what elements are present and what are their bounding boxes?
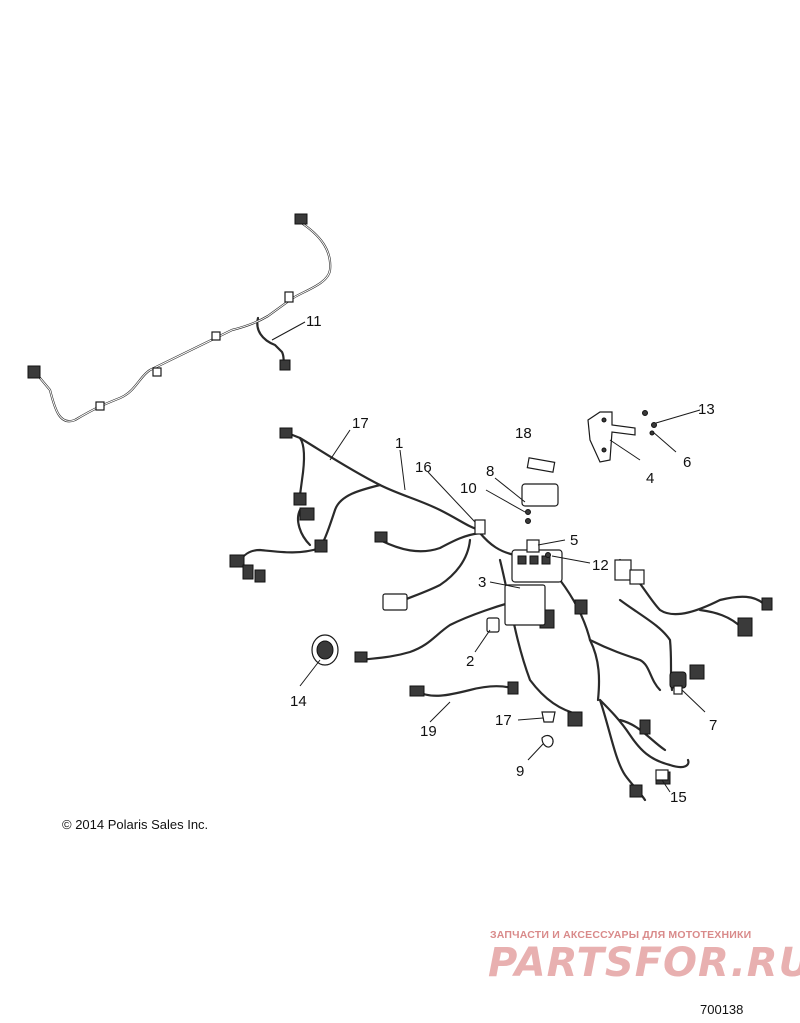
callout-2: 2	[466, 653, 474, 670]
harness-1	[236, 430, 767, 802]
part-5-relay	[526, 539, 540, 553]
part-10-fastener	[525, 509, 531, 515]
part-10-fastener	[525, 518, 531, 524]
harness-11	[27, 213, 332, 423]
callout-17-lower: 17	[495, 712, 512, 729]
callout-19: 19	[420, 723, 437, 740]
callout-labels: 11 17 1 16 18 8 10 5 12 3 2 14 19 17 9 7…	[290, 313, 717, 806]
diagram-id: 700138	[700, 1002, 744, 1017]
part-12-screw	[545, 552, 551, 558]
harness-11-clip	[152, 367, 162, 377]
harness-11-clip	[211, 331, 221, 341]
harness-19	[409, 681, 519, 697]
callout-7: 7	[709, 717, 717, 734]
part-4-bracket	[587, 411, 636, 463]
copyright-text: © 2014 Polaris Sales Inc.	[62, 817, 209, 832]
callout-9: 9	[516, 763, 524, 780]
callout-17: 17	[352, 415, 369, 432]
callout-8: 8	[486, 463, 494, 480]
callout-3: 3	[478, 574, 486, 591]
part-15-clip	[655, 769, 669, 781]
callout-14: 14	[290, 693, 307, 710]
callout-13: 13	[698, 401, 715, 418]
callout-10: 10	[460, 480, 477, 497]
harness-11-connector-b	[27, 365, 41, 379]
callout-5: 5	[570, 532, 578, 549]
callout-1: 1	[395, 435, 403, 452]
harness-11-connector-a	[294, 213, 308, 225]
part-17-clip	[541, 711, 556, 723]
callout-18: 18	[515, 425, 532, 442]
part-8-cover	[521, 483, 559, 507]
watermark-logo: PARTSFOR.RU	[488, 940, 800, 986]
part-14-grommet	[311, 634, 339, 666]
part-13-fastener	[651, 422, 657, 428]
callout-12: 12	[592, 557, 609, 574]
callout-4: 4	[646, 470, 654, 487]
callout-11: 11	[306, 313, 322, 330]
harness-11-connector-c	[279, 359, 291, 371]
part-2-grommet	[486, 617, 500, 633]
harness-11-clip	[284, 291, 294, 303]
part-18-label	[526, 457, 556, 473]
part-9-tie	[541, 734, 554, 748]
callout-16: 16	[415, 459, 432, 476]
leader-lines	[271, 321, 706, 793]
callout-15: 15	[670, 789, 687, 806]
watermark-tagline: ЗАПЧАСТИ И АКСЕССУАРЫ ДЛЯ МОТОТЕХНИКИ	[490, 929, 752, 941]
harness-11-clip	[95, 401, 105, 411]
part-13-fastener	[642, 410, 648, 416]
part-7-sensor	[669, 671, 687, 695]
part-16-connector	[474, 519, 486, 535]
callout-6: 6	[683, 454, 691, 471]
